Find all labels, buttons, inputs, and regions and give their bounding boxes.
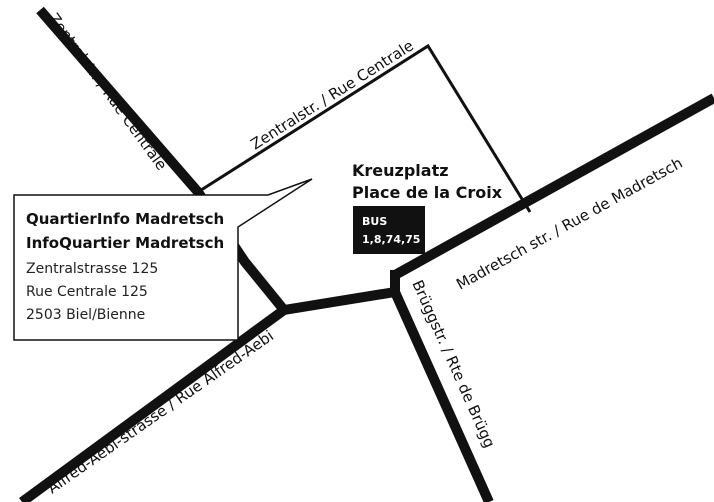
callout-city: 2503 Biel/Bienne (26, 307, 145, 323)
road-connector (283, 287, 396, 315)
callout-address-de: Zentralstrasse 125 (26, 261, 158, 277)
bus-stop-box (353, 206, 425, 254)
callout-box (13, 178, 313, 341)
place-name-de: Kreuzplatz (352, 161, 449, 180)
bus-stop-badge: BUS 1,8,74,75 (353, 206, 425, 254)
kreuzplatz-plaza-outline (197, 43, 532, 213)
road-alfred-aebi-strasse (19, 305, 287, 502)
callout-title-fr: InfoQuartier Madretsch (26, 234, 224, 252)
label-alfred-aebi-strasse: Alfred-Aebi-strasse / Rue Alfred-Aebi (44, 327, 277, 498)
bus-label: BUS (362, 215, 387, 228)
callout-title-de: QuartierInfo Madretsch (26, 210, 224, 228)
callout-address-fr: Rue Centrale 125 (26, 284, 148, 300)
place-name-fr: Place de la Croix (352, 183, 503, 202)
label-zentralstrasse-plaza: Zentralstr. / Rue Centrale (247, 36, 416, 153)
label-zentralstrasse-main: Zentralstr. / Rue Centrale (45, 10, 171, 174)
bus-lines: 1,8,74,75 (362, 233, 420, 246)
road-madretsch-strasse (392, 93, 714, 280)
road-bruegg-strasse (390, 270, 494, 502)
